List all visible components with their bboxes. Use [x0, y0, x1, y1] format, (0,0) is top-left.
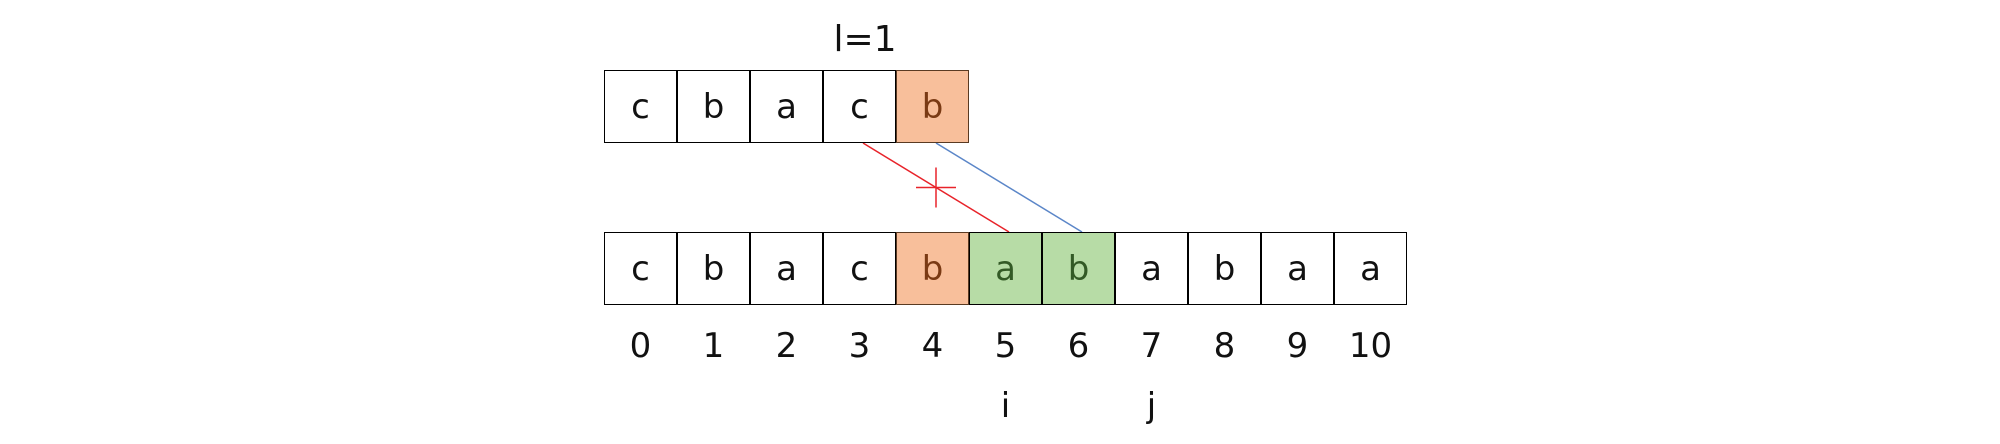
text-cell: b — [896, 232, 969, 305]
index-label: 10 — [1348, 326, 1393, 366]
text-cell: a — [1334, 232, 1407, 305]
text-cell: b — [1042, 232, 1115, 305]
index-label: 0 — [629, 326, 652, 366]
text-cell: a — [1261, 232, 1334, 305]
text-cell: c — [604, 232, 677, 305]
index-label: 2 — [775, 326, 798, 366]
text-cell: a — [750, 232, 823, 305]
index-label: 5 — [994, 326, 1017, 366]
match-line — [935, 142, 1083, 233]
pattern-cell: a — [750, 70, 823, 143]
marker-i: i — [1000, 386, 1011, 426]
marker-j: j — [1146, 386, 1157, 426]
index-label: 7 — [1140, 326, 1163, 366]
index-label: 9 — [1286, 326, 1309, 366]
index-label: 8 — [1213, 326, 1236, 366]
text-cell: b — [1188, 232, 1261, 305]
pattern-cell: b — [896, 70, 969, 143]
text-cell: a — [969, 232, 1042, 305]
index-label: 4 — [921, 326, 944, 366]
pattern-cell: c — [823, 70, 896, 143]
index-label: 3 — [848, 326, 871, 366]
text-cell: a — [1115, 232, 1188, 305]
pattern-cell: c — [604, 70, 677, 143]
text-cell: b — [677, 232, 750, 305]
diagram-title: l=1 — [833, 19, 897, 60]
index-label: 1 — [702, 326, 725, 366]
index-label: 6 — [1067, 326, 1090, 366]
text-cell: c — [823, 232, 896, 305]
pattern-cell: b — [677, 70, 750, 143]
